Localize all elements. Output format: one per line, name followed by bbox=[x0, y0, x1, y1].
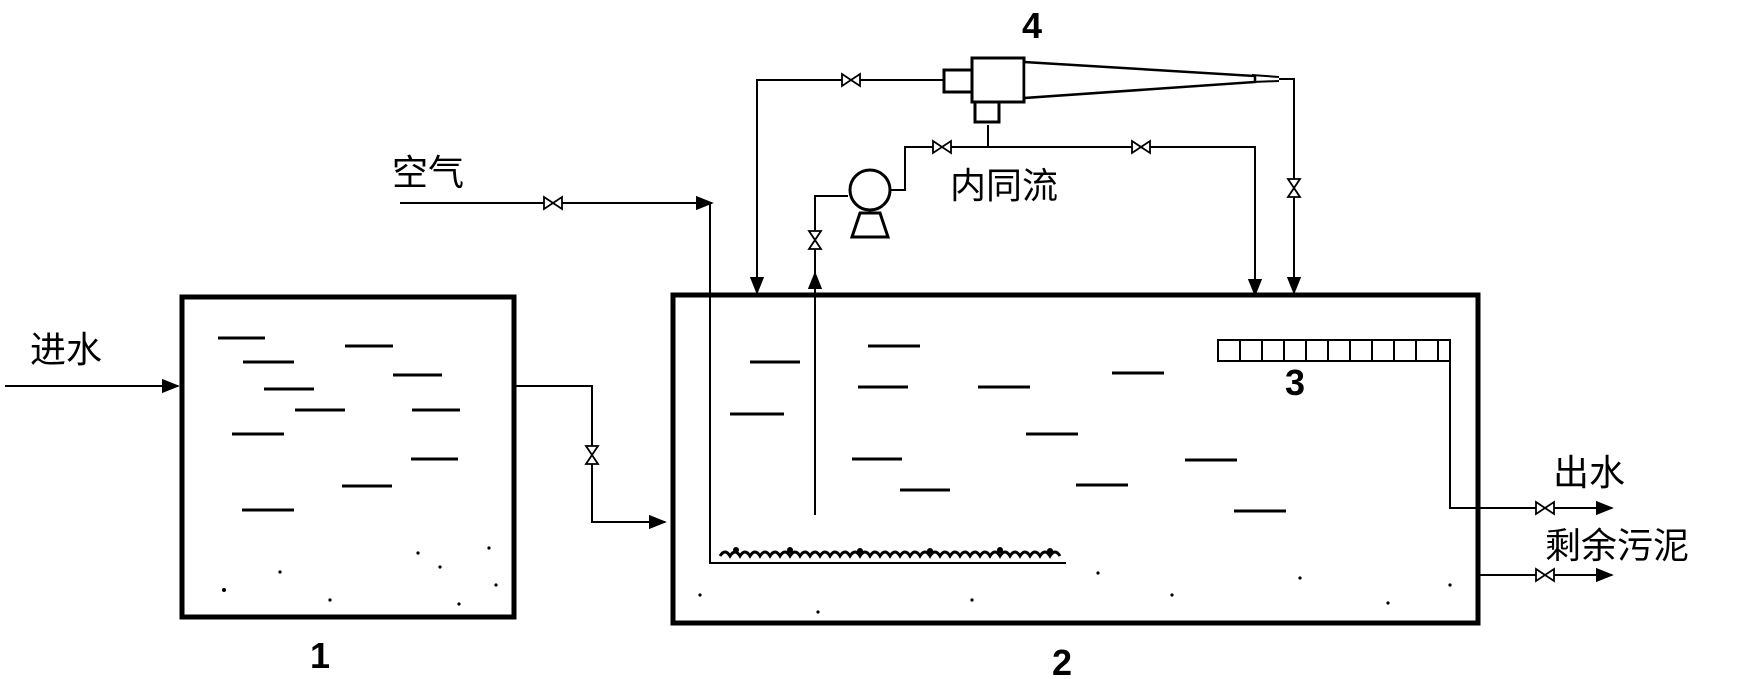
underflow-valve-icon[interactable] bbox=[1287, 178, 1301, 198]
internal-return-line bbox=[890, 125, 1263, 297]
effluent-line bbox=[1449, 350, 1614, 516]
effluent-valve-icon[interactable] bbox=[1535, 501, 1555, 515]
transfer-valve-icon[interactable] bbox=[585, 445, 599, 465]
sludge-valve-icon[interactable] bbox=[1535, 568, 1555, 582]
membrane-module-icon bbox=[1217, 339, 1451, 362]
hydrocyclone-number: 4 bbox=[1022, 5, 1042, 46]
aerator-bubbles bbox=[718, 547, 1062, 559]
pump-valve-icon[interactable] bbox=[932, 140, 952, 154]
suction-valve-icon[interactable] bbox=[808, 230, 822, 250]
hydrocyclone-icon[interactable] bbox=[942, 56, 1280, 124]
outlet-label: 出水 bbox=[1553, 453, 1625, 494]
transfer-pipe bbox=[514, 385, 667, 530]
tank-1-sediment bbox=[222, 546, 498, 606]
tank-2-sediment bbox=[698, 571, 1452, 614]
tank-2-water-marks bbox=[730, 344, 1286, 513]
suction-line bbox=[807, 195, 848, 515]
air-valve-icon[interactable] bbox=[543, 196, 563, 210]
overflow-return-line bbox=[749, 73, 944, 295]
internal-reflux-label: 内同流 bbox=[950, 166, 1058, 207]
tank-1-number: 1 bbox=[310, 635, 330, 676]
tank-2 bbox=[670, 292, 1481, 626]
membrane-number: 3 bbox=[1285, 362, 1305, 403]
air-line bbox=[400, 195, 1066, 564]
tank-2-number: 2 bbox=[1052, 642, 1072, 679]
underflow-return-line bbox=[1279, 78, 1302, 295]
overflow-valve-icon[interactable] bbox=[841, 73, 861, 87]
tank-1-water-marks bbox=[218, 336, 460, 512]
tank-1 bbox=[179, 294, 517, 620]
air-label: 空气 bbox=[392, 153, 464, 194]
excess-sludge-label: 剩余污泥 bbox=[1545, 526, 1689, 567]
pump-icon[interactable] bbox=[848, 168, 892, 239]
inlet-label: 进水 bbox=[30, 330, 102, 371]
sludge-line bbox=[1478, 567, 1614, 583]
return-valve-icon[interactable] bbox=[1131, 140, 1151, 154]
